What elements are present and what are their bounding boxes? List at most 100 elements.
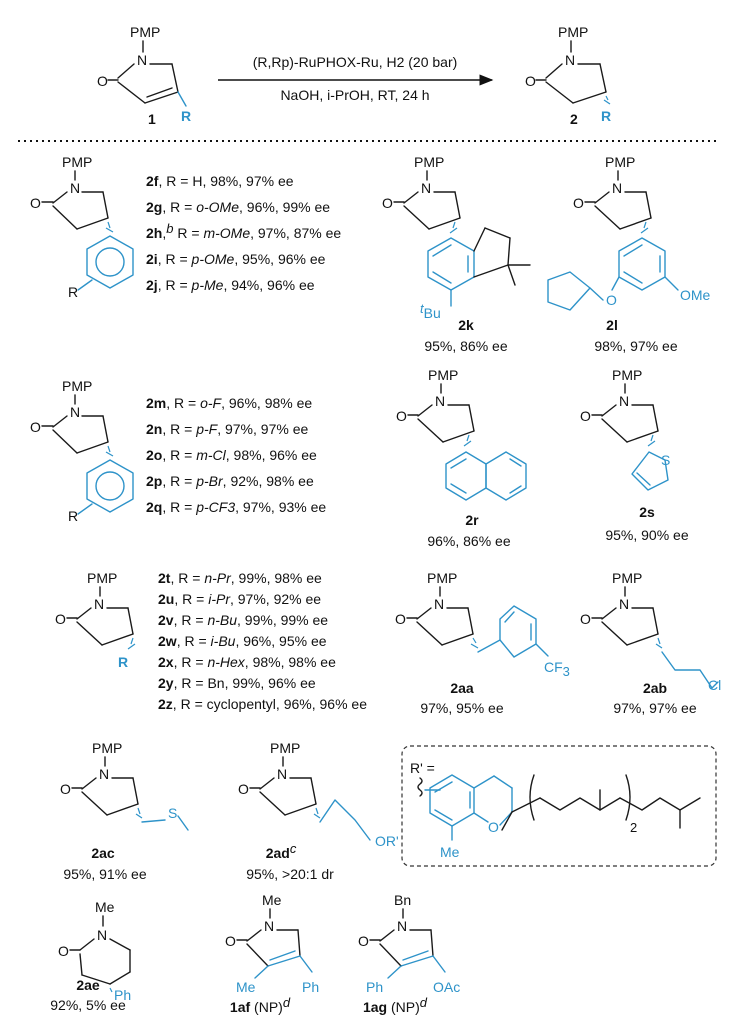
svg-text:2adc: 2adc: [266, 841, 297, 861]
svg-text:N: N: [612, 180, 622, 196]
svg-text:N: N: [94, 596, 104, 612]
svg-text:R: R: [68, 508, 78, 524]
svg-text:N: N: [435, 393, 445, 409]
svg-text:2t, R = n-Pr, 99%, 98% ee: 2t, R = n-Pr, 99%, 98% ee: [158, 570, 322, 586]
svg-text:PMP: PMP: [612, 570, 642, 586]
svg-text:2ac: 2ac: [91, 845, 115, 861]
compound-2aa: PMP N O CF3 2aa 97%, 95% ee: [395, 570, 570, 716]
svg-text:O: O: [60, 781, 71, 797]
svg-text:1ag (NP)d: 1ag (NP)d: [363, 995, 428, 1015]
svg-text:2u, R = i-Pr, 97%, 92% ee: 2u, R = i-Pr, 97%, 92% ee: [158, 591, 321, 607]
svg-text:2o, R = m-Cl, 98%, 96% ee: 2o, R = m-Cl, 98%, 96% ee: [146, 447, 317, 463]
svg-text:R' =: R' =: [410, 760, 435, 776]
svg-text:2f, R = H, 98%, 97% ee: 2f, R = H, 98%, 97% ee: [146, 173, 294, 189]
svg-text:Bn: Bn: [394, 892, 411, 908]
compound-2k: PMP N O tBu 2k 95%, 86% ee: [382, 154, 531, 354]
tbu-label: tBu: [420, 301, 441, 321]
svg-text:95%, 91% ee: 95%, 91% ee: [63, 866, 146, 882]
svg-text:2r: 2r: [465, 512, 479, 528]
svg-text:2ab: 2ab: [643, 680, 667, 696]
svg-text:OR': OR': [375, 833, 399, 849]
svg-text:2z, R = cyclopentyl, 96%, 96%: 2z, R = cyclopentyl, 96%, 96% ee: [158, 696, 367, 712]
svg-text:PMP: PMP: [87, 570, 117, 586]
svg-text:2v, R = n-Bu, 99%, 99% ee: 2v, R = n-Bu, 99%, 99% ee: [158, 612, 328, 628]
svg-text:S: S: [661, 452, 670, 468]
aryl-scaffold-1: PMP N O R: [30, 154, 134, 300]
svg-text:O: O: [580, 408, 591, 424]
svg-text:S: S: [168, 805, 177, 821]
conditions-text: NaOH, i-PrOH, RT, 24 h: [280, 87, 429, 103]
svg-text:2k: 2k: [458, 317, 474, 333]
svg-text:N: N: [619, 596, 629, 612]
svg-text:N: N: [277, 766, 287, 782]
svg-text:2q, R = p-CF3, 97%, 93% ee: 2q, R = p-CF3, 97%, 93% ee: [146, 499, 326, 515]
svg-text:95%, >20:1 dr: 95%, >20:1 dr: [246, 866, 334, 882]
pmp-label: PMP: [130, 24, 160, 40]
compound-2ab: PMP N O Cl 2ab 97%, 97% ee: [580, 570, 721, 716]
svg-text:PMP: PMP: [62, 378, 92, 394]
svg-text:O: O: [396, 408, 407, 424]
svg-text:PMP: PMP: [428, 367, 458, 383]
aryl-set-1-list: 2f, R = H, 98%, 97% ee 2g, R = o-OMe, 96…: [146, 173, 341, 293]
svg-text:98%, 97% ee: 98%, 97% ee: [594, 338, 677, 354]
svg-text:O: O: [382, 195, 393, 211]
svg-text:96%, 86% ee: 96%, 86% ee: [427, 533, 510, 549]
svg-text:N: N: [264, 918, 274, 934]
svg-text:2i, R = p-OMe, 95%, 96% ee: 2i, R = p-OMe, 95%, 96% ee: [146, 251, 326, 267]
svg-text:PMP: PMP: [612, 367, 642, 383]
svg-text:2w, R = i-Bu, 96%, 95% ee: 2w, R = i-Bu, 96%, 95% ee: [158, 633, 327, 649]
pmp-label: PMP: [558, 24, 588, 40]
svg-text:Me: Me: [262, 892, 282, 908]
svg-text:O: O: [488, 819, 499, 835]
svg-text:2l: 2l: [606, 317, 618, 333]
svg-text:N: N: [99, 766, 109, 782]
svg-text:O: O: [358, 933, 369, 949]
n-atom: N: [565, 52, 575, 68]
svg-text:O: O: [30, 419, 41, 435]
aryl-set-2-list: 2m, R = o-F, 96%, 98% ee 2n, R = p-F, 97…: [146, 395, 326, 515]
compound-2ae: Me N O Ph 2ae 92%, 5% ee: [50, 899, 131, 1013]
svg-text:97%, 95% ee: 97%, 95% ee: [420, 700, 503, 716]
svg-text:2x, R = n-Hex, 98%, 98% ee: 2x, R = n-Hex, 98%, 98% ee: [158, 654, 336, 670]
r-prime-definition-box: R' = Me O 2: [401, 745, 717, 867]
svg-text:Cl: Cl: [708, 677, 721, 693]
compound-1ag: Bn N O Ph OAc 1ag (NP)d: [358, 892, 460, 1015]
svg-text:N: N: [619, 393, 629, 409]
svg-text:2s: 2s: [639, 504, 655, 520]
svg-text:2m, R = o-F, 96%, 98% ee: 2m, R = o-F, 96%, 98% ee: [146, 395, 312, 411]
svg-text:OMe: OMe: [680, 287, 711, 303]
aryl-scaffold-2: PMP N O R: [30, 378, 134, 524]
svg-text:2aa: 2aa: [450, 680, 474, 696]
svg-text:Me: Me: [236, 979, 256, 995]
svg-text:O: O: [58, 943, 69, 959]
svg-text:Me: Me: [95, 899, 115, 915]
svg-text:2j, R = p-Me, 94%, 96% ee: 2j, R = p-Me, 94%, 96% ee: [146, 277, 315, 293]
svg-text:1af (NP)d: 1af (NP)d: [230, 995, 291, 1015]
svg-text:R: R: [118, 654, 128, 670]
svg-text:N: N: [434, 596, 444, 612]
product-2: PMP N O R 2: [525, 24, 611, 127]
svg-text:PMP: PMP: [414, 154, 444, 170]
id: 2f: [146, 173, 159, 189]
carbonyl-o: O: [97, 73, 108, 89]
svg-text:N: N: [70, 404, 80, 420]
compound-2ad: PMP N O OR' 2adc 95%, >20:1 dr: [238, 740, 399, 882]
svg-text:Me: Me: [440, 844, 460, 860]
svg-text:2g, R = o-OMe, 96%, 99% ee: 2g, R = o-OMe, 96%, 99% ee: [146, 199, 330, 215]
compound-2s: PMP N O S 2s 95%, 90% ee: [580, 367, 689, 543]
svg-text:95%, 90% ee: 95%, 90% ee: [605, 527, 688, 543]
compound-label-2: 2: [570, 111, 578, 127]
svg-text:92%, 5% ee: 92%, 5% ee: [50, 997, 126, 1013]
svg-text:O: O: [606, 292, 617, 308]
svg-text:PMP: PMP: [605, 154, 635, 170]
alkyl-scaffold: PMP N O R: [55, 570, 136, 670]
svg-text:PMP: PMP: [270, 740, 300, 756]
svg-text:2n, R = p-F, 97%, 97% ee: 2n, R = p-F, 97%, 97% ee: [146, 421, 308, 437]
svg-text:95%, 86% ee: 95%, 86% ee: [424, 338, 507, 354]
svg-text:PMP: PMP: [427, 570, 457, 586]
svg-text:Ph: Ph: [114, 987, 131, 1003]
svg-text:Ph: Ph: [366, 979, 383, 995]
svg-text:2p, R = p-Br, 92%, 98% ee: 2p, R = p-Br, 92%, 98% ee: [146, 473, 314, 489]
compound-2ac: PMP N O S 2ac 95%, 91% ee: [60, 740, 189, 882]
compound-2r: PMP N O 2r 96%, 86% ee: [396, 367, 527, 549]
